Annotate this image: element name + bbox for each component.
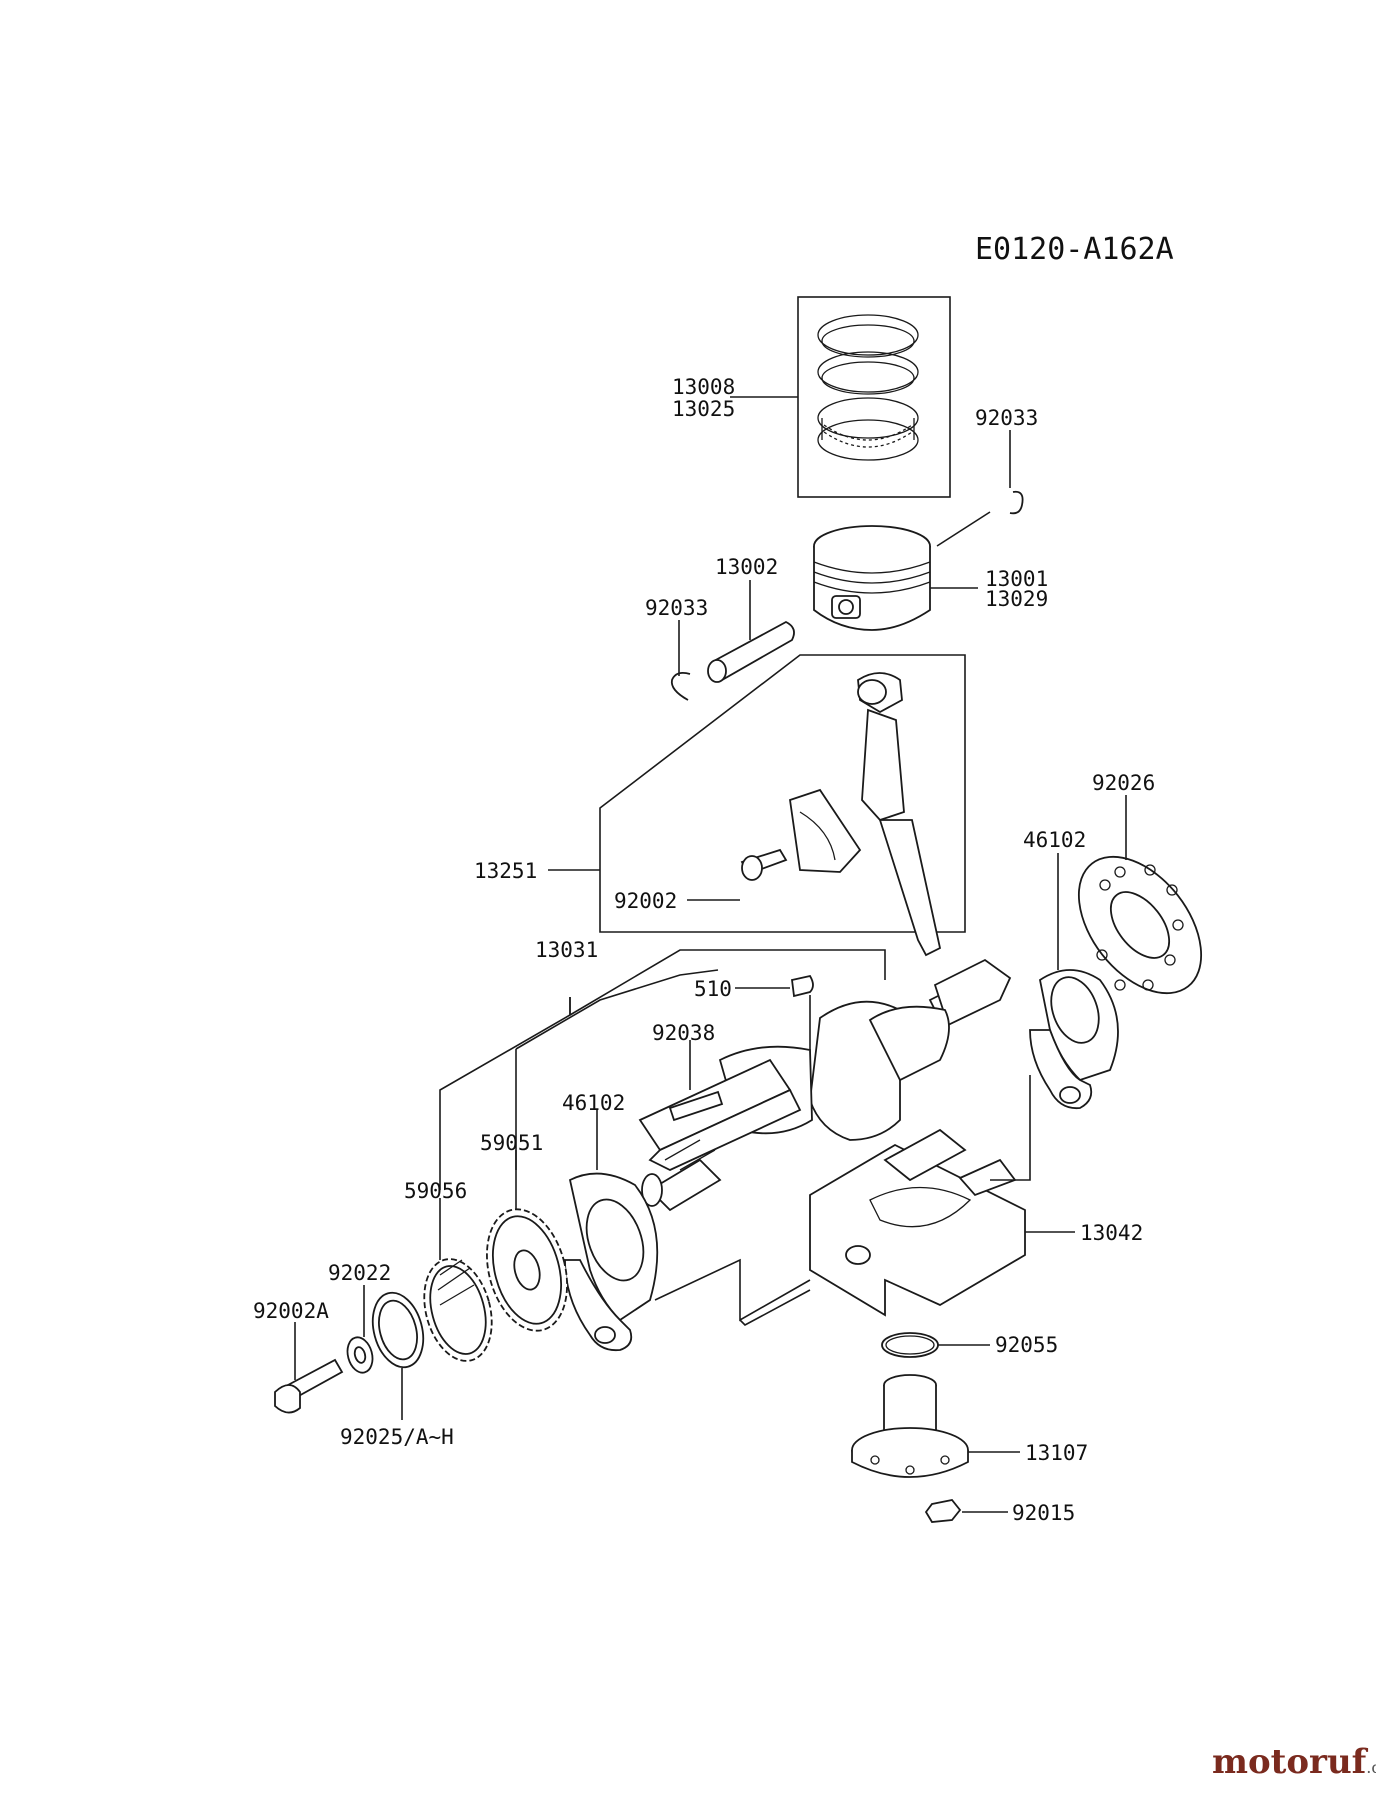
label-13029: 13029	[985, 587, 1048, 611]
label-92022: 92022	[328, 1261, 391, 1285]
piston-pin[interactable]	[707, 620, 795, 683]
watermark-logo: motoruf.de	[1212, 1742, 1376, 1782]
label-59051: 59051	[480, 1131, 543, 1155]
circlip-left[interactable]	[670, 671, 691, 701]
flange-shaft[interactable]	[851, 1374, 969, 1478]
o-ring[interactable]	[881, 1332, 939, 1358]
label-92033-top: 92033	[975, 406, 1038, 430]
flange-bolt[interactable]	[274, 1358, 344, 1414]
label-13008: 13008	[672, 375, 735, 399]
label-13025: 13025	[672, 397, 735, 421]
washer-small[interactable]	[344, 1335, 376, 1376]
connecting-rod-bolt[interactable]	[740, 848, 788, 881]
label-46102-right: 46102	[1023, 828, 1086, 852]
label-92025: 92025/A~H	[340, 1425, 454, 1449]
balancer-gear[interactable]	[474, 1200, 580, 1339]
thrust-washer[interactable]	[1054, 834, 1226, 1016]
label-13107: 13107	[1025, 1441, 1088, 1465]
balancer-weight-left[interactable]	[564, 1172, 659, 1352]
label-510: 510	[694, 977, 732, 1001]
label-92033-left: 92033	[645, 596, 708, 620]
label-13002: 13002	[715, 555, 778, 579]
label-13251: 13251	[474, 859, 537, 883]
label-92055: 92055	[995, 1333, 1058, 1357]
piston-ring-set[interactable]	[797, 296, 951, 498]
label-92026: 92026	[1092, 771, 1155, 795]
label-92015: 92015	[1012, 1501, 1075, 1525]
circlip-right[interactable]	[1009, 490, 1024, 515]
diagram-code: E0120-A162A	[975, 232, 1174, 267]
label-92002: 92002	[614, 889, 677, 913]
crankcase-block[interactable]	[809, 1128, 1026, 1317]
hex-nut[interactable]	[924, 1499, 962, 1523]
label-92038: 92038	[652, 1021, 715, 1045]
balancer-weight-right[interactable]	[1029, 969, 1119, 1110]
label-13031: 13031	[535, 938, 598, 962]
label-46102-left: 46102	[562, 1091, 625, 1115]
woodruff-key[interactable]	[791, 974, 814, 998]
shim-washer[interactable]	[365, 1287, 431, 1373]
label-13001: 13001	[985, 567, 1048, 591]
crank-gear[interactable]	[414, 1251, 503, 1368]
label-59056: 59056	[404, 1179, 467, 1203]
connecting-rod-assembly[interactable]	[599, 654, 966, 957]
piston[interactable]	[813, 525, 931, 631]
label-13042: 13042	[1080, 1221, 1143, 1245]
label-92002A: 92002A	[253, 1299, 329, 1323]
leader-13031	[439, 997, 571, 1190]
crank-key[interactable]	[668, 1090, 724, 1122]
